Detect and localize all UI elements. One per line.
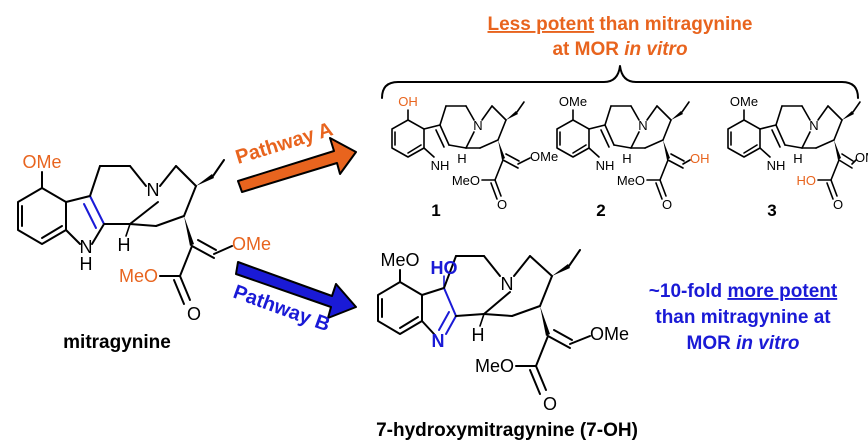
seven-oh-meo-ester: MeO bbox=[475, 356, 514, 376]
seven-oh-o: O bbox=[543, 394, 557, 414]
note-mor: MOR bbox=[687, 333, 737, 354]
product-1-n: N bbox=[473, 118, 482, 133]
seven-oh-imine-n: N bbox=[432, 331, 445, 351]
mitragynine-o-carbonyl: O bbox=[187, 304, 201, 324]
product-3-nh: NH bbox=[767, 158, 786, 173]
product-3-structure bbox=[727, 101, 861, 200]
mitragynine-structure bbox=[17, 159, 233, 305]
product-2-h: H bbox=[622, 151, 631, 166]
header-at-mor: at MOR bbox=[552, 39, 624, 60]
product-2-meo: MeO bbox=[617, 173, 645, 188]
seven-oh-h: H bbox=[472, 325, 485, 345]
note-ten-fold: ~10-fold bbox=[649, 281, 728, 302]
product-1-o: O bbox=[497, 197, 507, 212]
mitragynine-nh-h: H bbox=[80, 254, 93, 274]
product-3-h: H bbox=[793, 151, 802, 166]
seven-oh-name: 7-hydroxymitragynine (7-OH) bbox=[376, 420, 638, 441]
product-3-ome-top: OMe bbox=[730, 94, 758, 109]
product-2-oh: OH bbox=[690, 151, 710, 166]
mitragynine-name: mitragynine bbox=[63, 332, 171, 353]
header-in-vitro: in vitro bbox=[624, 39, 687, 60]
mitragynine-stereo-h: H bbox=[118, 235, 131, 255]
mitragynine-meo-ester: MeO bbox=[119, 266, 158, 286]
mitragynine-ome-top: OMe bbox=[22, 152, 61, 172]
svg-text:at MOR in vitro: at MOR in vitro bbox=[552, 39, 687, 60]
less-potent-header: Less potent than mitragynine at MOR in v… bbox=[488, 14, 753, 60]
product-3-number: 3 bbox=[767, 201, 776, 220]
product-1-oh: OH bbox=[398, 94, 418, 109]
mitragynine-ome-enol: OMe bbox=[232, 234, 271, 254]
note-line2: than mitragynine at bbox=[655, 307, 831, 328]
product-3-n: N bbox=[809, 118, 818, 133]
product-1-meo: MeO bbox=[452, 173, 480, 188]
mitragynine-ring-n: N bbox=[147, 180, 160, 200]
note-more-potent: more potent bbox=[727, 281, 837, 302]
product-3-ho: HO bbox=[797, 173, 817, 188]
svg-text:Less potent than mitragynine: Less potent than mitragynine bbox=[488, 14, 753, 35]
product-1-number: 1 bbox=[431, 201, 440, 220]
product-2-n: N bbox=[638, 118, 647, 133]
product-1-structure bbox=[391, 101, 531, 200]
product-2-o: O bbox=[662, 197, 672, 212]
seven-oh-ho: HO bbox=[431, 258, 458, 278]
svg-text:~10-fold more potent: ~10-fold more potent bbox=[649, 281, 838, 302]
product-2-number: 2 bbox=[596, 201, 605, 220]
seven-oh-ring-n: N bbox=[501, 274, 514, 294]
note-in-vitro: in vitro bbox=[736, 333, 799, 354]
seven-oh-ome: OMe bbox=[590, 324, 629, 344]
header-than-mitragynine: than mitragynine bbox=[594, 14, 752, 35]
seven-oh-structure bbox=[377, 249, 591, 395]
product-1-h: H bbox=[457, 151, 466, 166]
product-2-structure bbox=[556, 101, 691, 200]
product-2-nh: NH bbox=[596, 158, 615, 173]
product-3-o: O bbox=[833, 197, 843, 212]
product-3-ome: OMe bbox=[855, 150, 868, 165]
more-potent-note: ~10-fold more potent than mitragynine at… bbox=[649, 281, 838, 354]
curly-brace bbox=[381, 65, 859, 99]
seven-oh-meo: MeO bbox=[380, 250, 419, 270]
header-less-potent: Less potent bbox=[488, 14, 595, 35]
svg-text:MOR in vitro: MOR in vitro bbox=[687, 333, 800, 354]
pathway-a-arrow bbox=[237, 137, 357, 193]
product-1-ome: OMe bbox=[530, 149, 558, 164]
product-1-nh: NH bbox=[431, 158, 450, 173]
product-2-ome: OMe bbox=[559, 94, 587, 109]
mitragynine-nh-n: N bbox=[80, 237, 93, 257]
pathway-b-arrow bbox=[235, 261, 357, 319]
